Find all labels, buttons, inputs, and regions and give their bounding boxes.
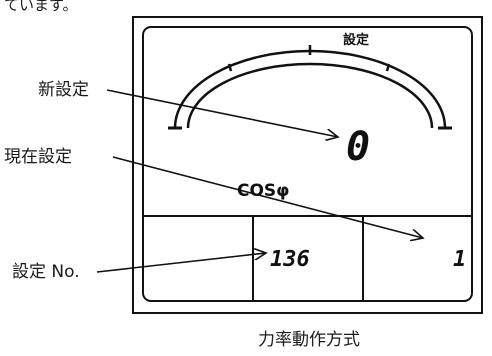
- diagram-caption: 力率動作方式: [258, 330, 360, 350]
- current-setting-arrow: [112, 156, 423, 238]
- callout-new-setting: 新設定: [38, 80, 89, 100]
- cos-phi-label: COSφ: [237, 181, 289, 201]
- current-value-readout: 1: [453, 247, 466, 272]
- display-panel: [142, 26, 473, 302]
- setting-no-arrow: [96, 253, 266, 273]
- display-title-label: 設定: [343, 32, 369, 48]
- gauge-outer-arc: [173, 49, 447, 129]
- main-value-readout: 0: [346, 124, 370, 170]
- setting-number-readout: 136: [270, 247, 310, 272]
- callout-current-setting: 現在設定: [4, 147, 72, 167]
- header-text-fragment: ています。: [4, 0, 78, 14]
- gauge-inner-arc: [186, 62, 434, 129]
- outer-frame: [132, 16, 483, 314]
- callout-setting-no: 設定 No.: [12, 262, 80, 282]
- gauge-tick-left: [227, 63, 233, 72]
- new-setting-arrow: [106, 89, 338, 137]
- gauge-tick-right: [385, 63, 391, 72]
